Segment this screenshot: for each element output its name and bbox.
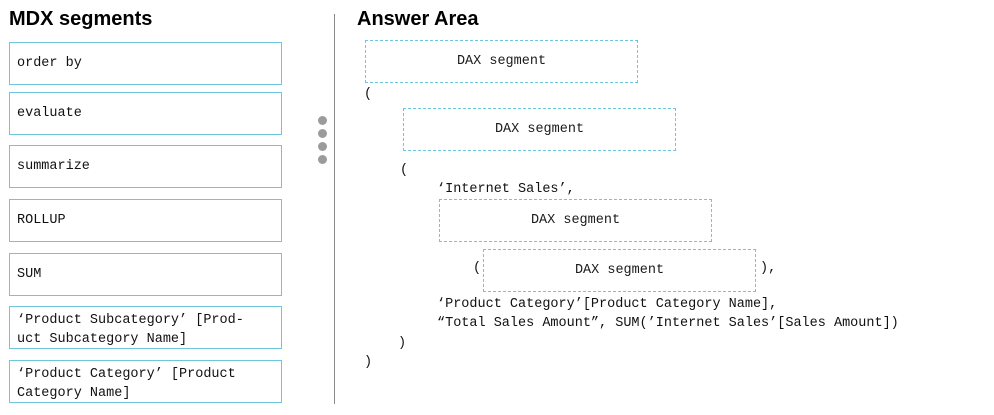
drop-target-3[interactable]: DAX segment <box>439 199 712 242</box>
drop-target-2[interactable]: DAX segment <box>403 108 676 151</box>
code-close-paren-1: ) <box>398 336 407 351</box>
segment-summarize[interactable]: summarize <box>9 145 282 188</box>
code-open-paren-1: ( <box>364 87 373 102</box>
code-category-column: ‘Product Category’[Product Category Name… <box>437 297 778 312</box>
code-table-name: ‘Internet Sales’, <box>437 182 575 197</box>
code-close-paren-2: ) <box>364 355 373 370</box>
drag-handle-dot[interactable] <box>318 116 327 125</box>
segment-product-subcategory[interactable]: ‘Product Subcategory’ [Prod- uct Subcate… <box>9 306 282 349</box>
code-paren-before-4: ( <box>473 261 482 276</box>
drop-target-1[interactable]: DAX segment <box>365 40 638 83</box>
segment-order-by[interactable]: order by <box>9 42 282 85</box>
code-paren-after-4: ), <box>760 261 777 276</box>
answer-area-title: Answer Area <box>357 8 479 30</box>
segment-sum[interactable]: SUM <box>9 253 282 296</box>
drag-handle-dot[interactable] <box>318 142 327 151</box>
code-open-paren-2: ( <box>400 163 409 178</box>
segment-evaluate[interactable]: evaluate <box>9 92 282 135</box>
drop-target-4[interactable]: DAX segment <box>483 249 756 292</box>
drag-handle-dot[interactable] <box>318 155 327 164</box>
drag-handle-dot[interactable] <box>318 129 327 138</box>
segment-rollup[interactable]: ROLLUP <box>9 199 282 242</box>
segment-product-category[interactable]: ‘Product Category’ [Product Category Nam… <box>9 360 282 403</box>
code-sum-expression: “Total Sales Amount”, SUM(’Internet Sale… <box>437 316 899 331</box>
left-panel-title: MDX segments <box>9 8 153 30</box>
panel-divider <box>334 14 335 404</box>
